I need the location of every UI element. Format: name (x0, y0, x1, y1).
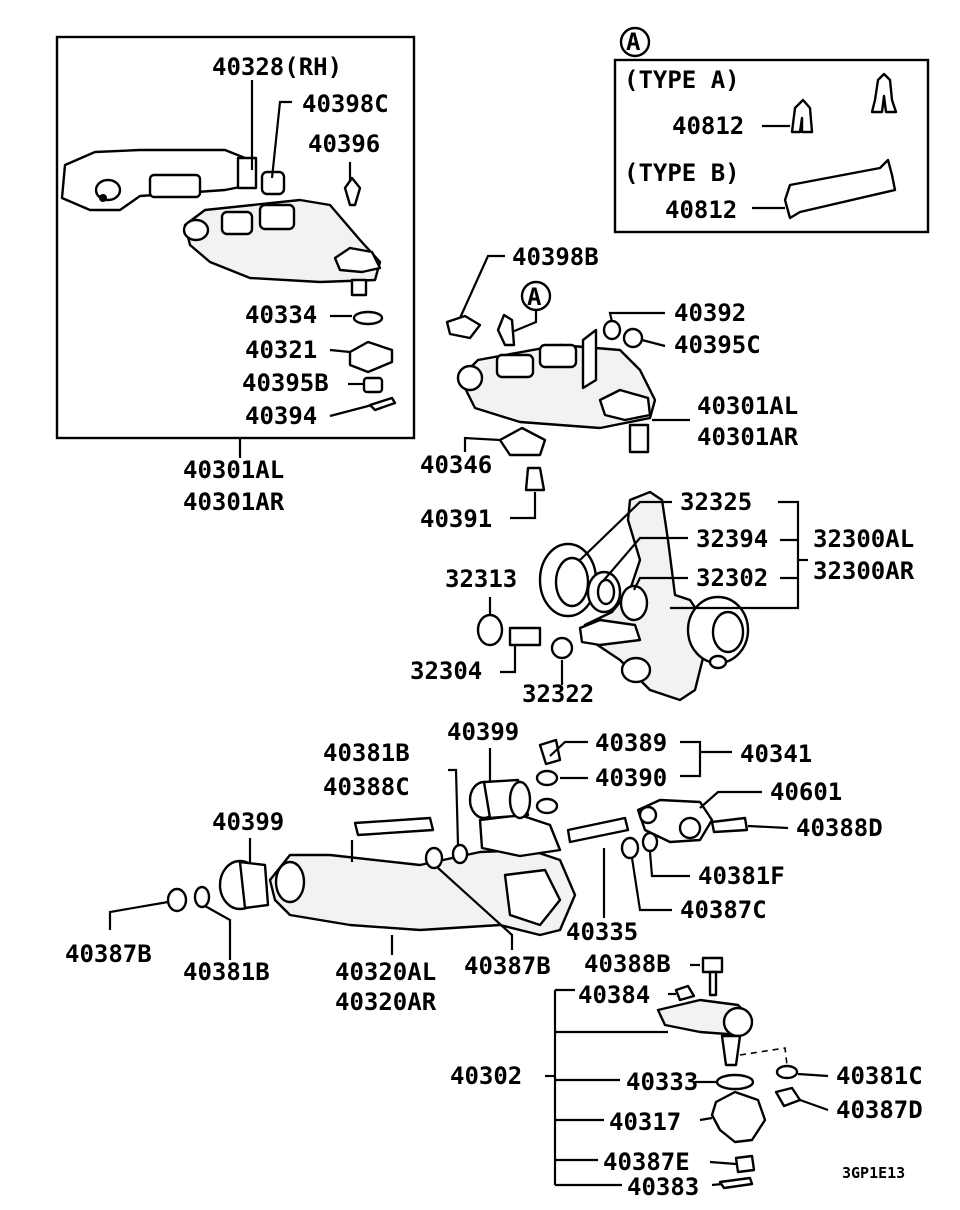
inset-a-badge (619, 26, 651, 58)
label-40390: 40390 (595, 764, 667, 792)
label-32302: 32302 (696, 564, 768, 592)
label-40395b: 40395B (242, 369, 329, 397)
lower-arm-drawing (166, 738, 749, 937)
label-40381b-bottom: 40381B (183, 958, 270, 986)
label-32322: 32322 (522, 680, 594, 708)
upper-arm-group: A 40398B 40392 40395C 40301AL 40301AR 40… (420, 243, 799, 533)
label-40320al: 40320AL (335, 958, 436, 986)
label-40387b-left: 40387B (65, 940, 152, 968)
label-40341: 40341 (740, 740, 812, 768)
clip-type-a-icon (870, 72, 898, 114)
clip-type-inset-frame (613, 58, 930, 234)
label-40812-type-b: 40812 (665, 196, 737, 224)
label-40384: 40384 (578, 981, 650, 1009)
label-40321: 40321 (245, 336, 317, 364)
label-40388d: 40388D (796, 814, 883, 842)
upper-arm-assy-drawing (60, 148, 397, 412)
label-40381b-top: 40381B (323, 739, 410, 767)
label-40394: 40394 (245, 402, 317, 430)
upper-arm-inset-frame (55, 35, 416, 440)
ball-joint-drawing (656, 956, 802, 1190)
label-32304: 32304 (410, 657, 482, 685)
label-40301al-assy: 40301AL (183, 456, 284, 484)
diagram-code: 3GP1E13 (842, 1164, 905, 1182)
label-40328-rh: 40328(RH) (212, 53, 342, 81)
label-type-b: (TYPE B) (624, 159, 740, 187)
label-40812-type-a: 40812 (672, 112, 744, 140)
label-40334: 40334 (245, 301, 317, 329)
label-32394: 32394 (696, 525, 768, 553)
label-40320ar: 40320AR (335, 988, 437, 1016)
label-40389: 40389 (595, 729, 667, 757)
knuckle-group: 32325 32394 32302 32300AL 32300AR 32313 … (410, 488, 915, 708)
label-type-a: (TYPE A) (624, 66, 740, 94)
label-40391: 40391 (420, 505, 492, 533)
label-40396: 40396 (308, 130, 380, 158)
label-40335: 40335 (566, 918, 638, 946)
label-40301al: 40301AL (697, 392, 798, 420)
label-40387d: 40387D (836, 1096, 923, 1124)
label-40346: 40346 (420, 451, 492, 479)
ball-joint-group: 40388B 40384 40302 40333 40381C 40317 40… (450, 950, 923, 1201)
knuckle-drawing (476, 490, 750, 702)
label-40398b: 40398B (512, 243, 599, 271)
label-40317: 40317 (609, 1108, 681, 1136)
inset-a-badge-label: A (626, 28, 641, 56)
callout-a-label: A (527, 283, 542, 311)
label-32300al: 32300AL (813, 525, 914, 553)
label-40333: 40333 (626, 1068, 698, 1096)
label-40301ar-assy: 40301AR (183, 488, 285, 516)
clip-type-a-small-icon (790, 98, 814, 134)
label-40399-left: 40399 (212, 808, 284, 836)
label-40388c: 40388C (323, 773, 410, 801)
label-40399-top: 40399 (447, 718, 519, 746)
label-40395c: 40395C (674, 331, 761, 359)
upper-arm-drawing (445, 313, 657, 492)
lower-arm-group: 40399 40389 40390 40341 40381B 40388C 40… (65, 718, 883, 1016)
clip-type-inset: A (TYPE A) (TYPE B) 40812 40812 (613, 26, 930, 234)
label-40601: 40601 (770, 778, 842, 806)
label-40388b: 40388B (584, 950, 671, 978)
upper-arm-assembly-inset: 40328(RH) 40398C 40396 40334 40321 40395… (55, 35, 416, 516)
label-32300ar: 32300AR (813, 557, 915, 585)
label-32313: 32313 (445, 565, 517, 593)
label-40383: 40383 (627, 1173, 699, 1201)
label-40398c: 40398C (302, 90, 389, 118)
label-40301ar: 40301AR (697, 423, 799, 451)
label-40392: 40392 (674, 299, 746, 327)
label-40381f: 40381F (698, 862, 785, 890)
label-40381c: 40381C (836, 1062, 923, 1090)
label-40302: 40302 (450, 1062, 522, 1090)
label-32325: 32325 (680, 488, 752, 516)
label-40387c: 40387C (680, 896, 767, 924)
label-40387b-mid: 40387B (464, 952, 551, 980)
clip-type-b-icon (783, 158, 897, 220)
label-40387e: 40387E (603, 1148, 690, 1176)
